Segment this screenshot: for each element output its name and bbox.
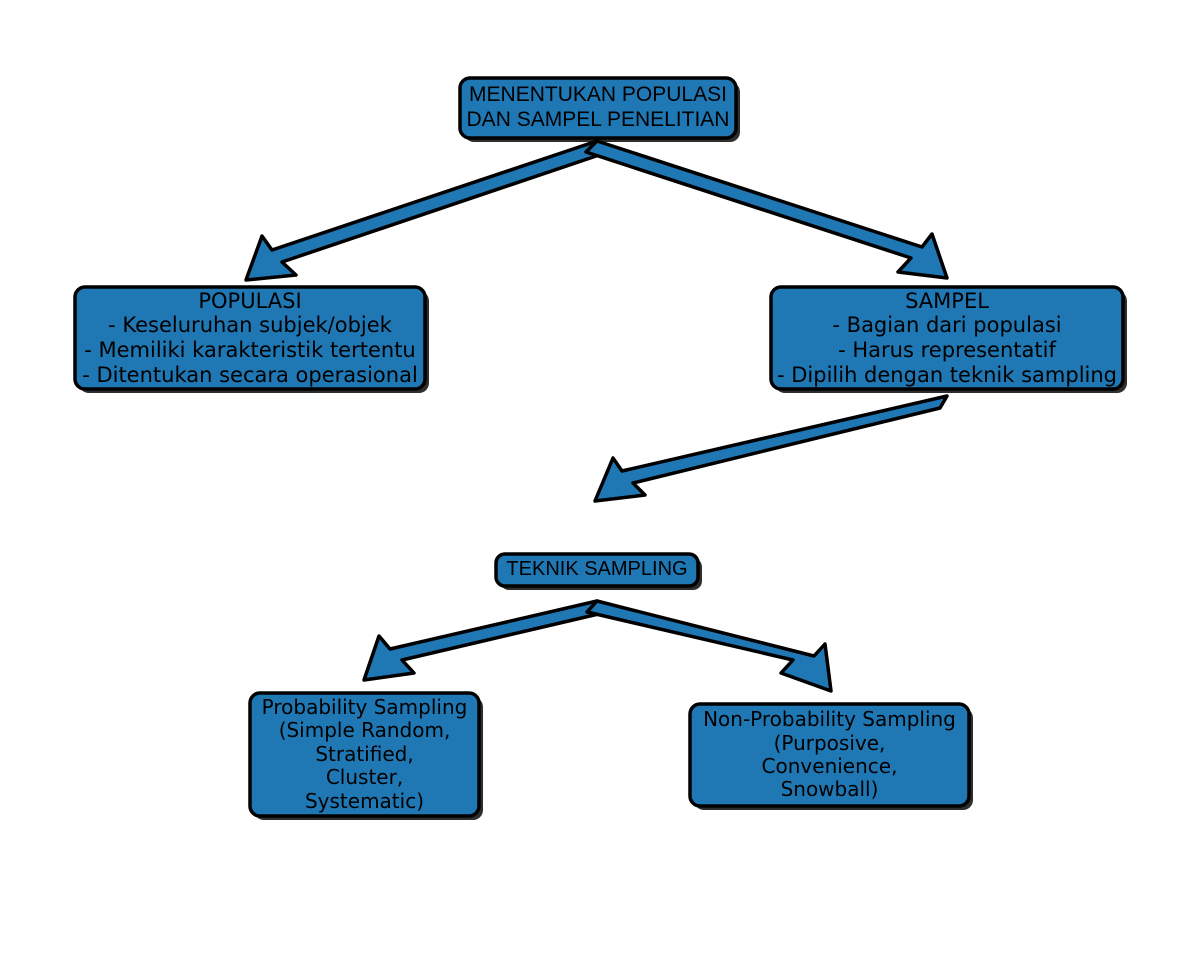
connector-arrow-teknik-to-nonprobability (585, 599, 833, 693)
node-box-populasi[interactable] (73, 285, 427, 391)
node-box-sampel[interactable] (769, 285, 1125, 391)
connector-arrow-title-to-populasi (244, 139, 610, 282)
connector-arrow-teknik-to-probability (362, 599, 609, 682)
connector-arrow-sampel-to-teknik (593, 394, 949, 503)
connector-arrow-title-to-sampel (584, 139, 949, 280)
node-box-teknik-sampling[interactable] (494, 552, 700, 588)
node-box-menentukan-populasi-dan-sampel[interactable] (458, 76, 738, 140)
node-box-probability-sampling[interactable] (248, 691, 481, 818)
node-box-non-probability-sampling[interactable] (688, 702, 971, 808)
